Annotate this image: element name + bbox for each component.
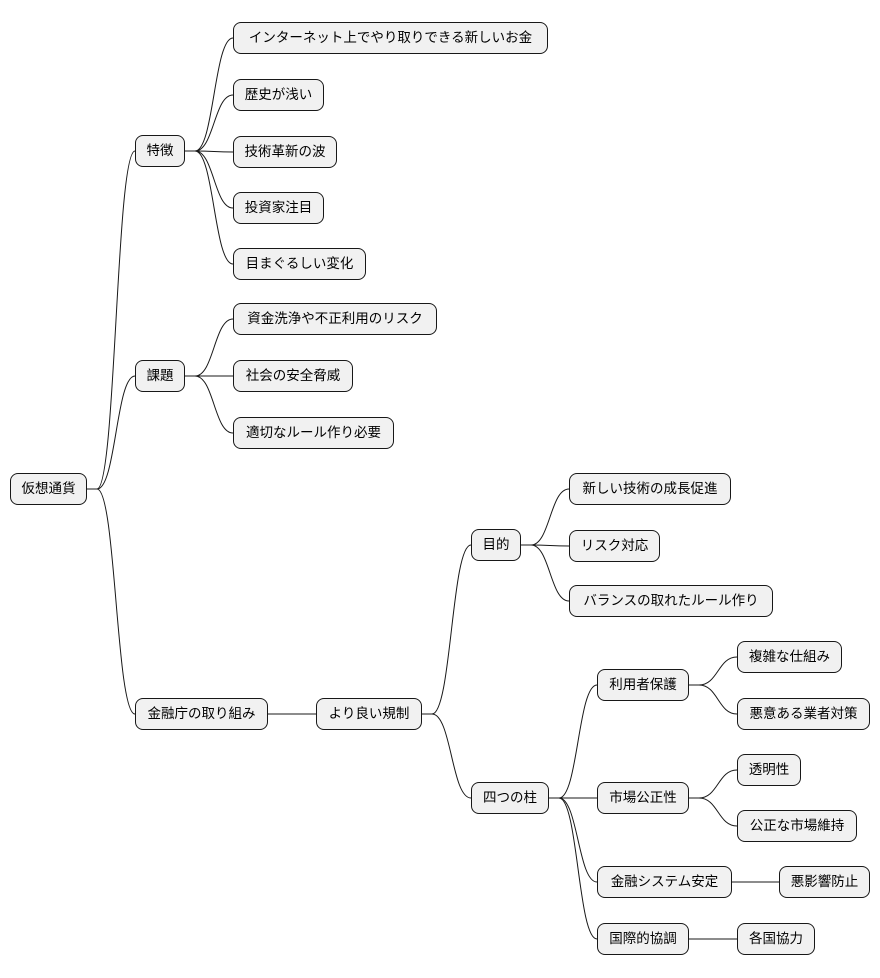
pillar-detail: 公正な市場維持 bbox=[737, 810, 857, 842]
root-node: 仮想通貨 bbox=[10, 473, 87, 505]
feature-node: インターネット上でやり取りできる新しいお金 bbox=[233, 22, 548, 54]
feature-node: 歴史が浅い bbox=[233, 79, 324, 111]
pillar-international-cooperation: 国際的協調 bbox=[597, 923, 689, 955]
feature-node: 投資家注目 bbox=[233, 192, 324, 224]
feature-node: 目まぐるしい変化 bbox=[233, 248, 366, 280]
connector-line bbox=[422, 544, 472, 715]
connector-line bbox=[185, 150, 234, 265]
connector-line bbox=[549, 797, 598, 940]
feature-node: 技術革新の波 bbox=[233, 136, 337, 168]
pillar-user-protection: 利用者保護 bbox=[597, 669, 689, 701]
connector-line bbox=[185, 375, 234, 434]
purpose-item: バランスの取れたルール作り bbox=[569, 585, 773, 617]
branch-features: 特徴 bbox=[135, 135, 185, 167]
pillar-detail: 複雑な仕組み bbox=[737, 641, 842, 673]
connector-line bbox=[689, 769, 738, 799]
purpose-node: 目的 bbox=[471, 529, 521, 561]
issue-node: 適切なルール作り必要 bbox=[233, 417, 394, 449]
connector-line bbox=[87, 375, 136, 490]
pillar-detail: 各国協力 bbox=[737, 923, 815, 955]
connector-line bbox=[422, 713, 472, 799]
connector-line bbox=[521, 488, 570, 546]
better-regulation-node: より良い規制 bbox=[316, 698, 422, 730]
connector-line bbox=[87, 488, 136, 715]
connector-line bbox=[689, 684, 738, 715]
four-pillars-node: 四つの柱 bbox=[471, 782, 549, 814]
connector-line bbox=[549, 684, 598, 799]
pillar-detail: 悪意ある業者対策 bbox=[737, 698, 870, 730]
pillar-detail: 悪影響防止 bbox=[779, 866, 870, 898]
purpose-item: 新しい技術の成長促進 bbox=[569, 473, 731, 505]
connector-line bbox=[549, 797, 598, 883]
issue-node: 社会の安全脅威 bbox=[233, 360, 353, 392]
branch-fsa-initiatives: 金融庁の取り組み bbox=[135, 698, 268, 730]
issue-node: 資金洗浄や不正利用のリスク bbox=[233, 303, 437, 335]
connector-line bbox=[521, 544, 570, 602]
connector-line bbox=[689, 797, 738, 827]
connector-line bbox=[185, 318, 234, 377]
purpose-item: リスク対応 bbox=[569, 530, 660, 562]
connector-line bbox=[689, 656, 738, 686]
pillar-system-stability: 金融システム安定 bbox=[597, 866, 732, 898]
connector-line bbox=[185, 37, 234, 152]
pillar-market-fairness: 市場公正性 bbox=[597, 782, 689, 814]
connector-line bbox=[87, 150, 136, 490]
pillar-detail: 透明性 bbox=[737, 754, 801, 786]
branch-issues: 課題 bbox=[135, 360, 185, 392]
